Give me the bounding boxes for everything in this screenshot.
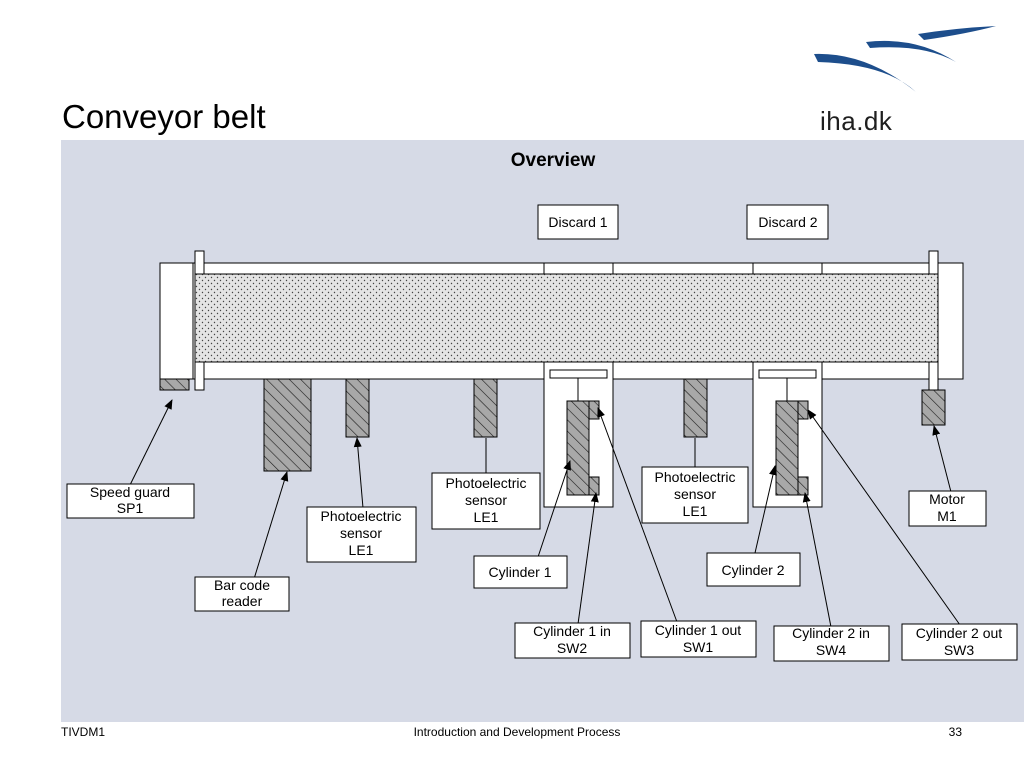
motor-device xyxy=(921,389,946,426)
svg-text:Cylinder 2 out: Cylinder 2 out xyxy=(916,625,1002,641)
footer-course-code: TIVDM1 xyxy=(61,725,106,739)
label-photo-sensor-b: Photoelectric sensor LE1 xyxy=(431,472,541,530)
svg-text:Cylinder 2 in: Cylinder 2 in xyxy=(792,625,870,641)
label-photo-sensor-a: Photoelectric sensor LE1 xyxy=(306,506,417,563)
svg-text:sensor: sensor xyxy=(465,492,507,508)
label-photo-sensor-c: Photoelectric sensor LE1 xyxy=(641,466,749,524)
label-speed-guard: Speed guard SP1 xyxy=(66,483,195,519)
svg-text:Cylinder 2: Cylinder 2 xyxy=(721,562,784,578)
slide-title: Conveyor belt xyxy=(62,98,266,135)
svg-text:Bar code: Bar code xyxy=(214,577,270,593)
cylinder-2-assembly xyxy=(752,361,823,508)
label-discard-1: Discard 1 xyxy=(537,204,619,240)
label-cylinder-1-in: Cylinder 1 in SW2 xyxy=(514,622,631,659)
svg-text:Motor: Motor xyxy=(929,491,965,507)
svg-text:Speed guard: Speed guard xyxy=(90,484,170,500)
label-cylinder-1-out: Cylinder 1 out SW1 xyxy=(640,620,757,658)
logo-text: iha.dk xyxy=(820,106,893,136)
label-bar-code-reader: Bar code reader xyxy=(194,576,290,612)
svg-text:LE1: LE1 xyxy=(474,509,499,525)
svg-text:Photoelectric: Photoelectric xyxy=(446,475,527,491)
photo-sensor-b-device xyxy=(473,378,498,438)
svg-text:Photoelectric: Photoelectric xyxy=(321,508,402,524)
svg-text:Photoelectric: Photoelectric xyxy=(655,469,736,485)
svg-text:Discard 1: Discard 1 xyxy=(548,214,607,230)
svg-text:sensor: sensor xyxy=(674,486,716,502)
conveyor-belt xyxy=(194,273,939,363)
svg-text:M1: M1 xyxy=(937,508,957,524)
svg-text:sensor: sensor xyxy=(340,525,382,541)
label-motor: Motor M1 xyxy=(908,490,987,527)
svg-text:LE1: LE1 xyxy=(349,542,374,558)
footer-page-number: 33 xyxy=(948,725,962,739)
svg-text:Cylinder 1: Cylinder 1 xyxy=(488,564,551,580)
svg-text:Discard 2: Discard 2 xyxy=(758,214,817,230)
svg-text:SW2: SW2 xyxy=(557,640,588,656)
svg-text:SW3: SW3 xyxy=(944,642,975,658)
leader-lines xyxy=(129,399,961,628)
photo-sensor-a-device xyxy=(345,378,370,438)
svg-text:SP1: SP1 xyxy=(117,500,144,516)
iha-logo-icon xyxy=(814,26,996,92)
label-cylinder-1: Cylinder 1 xyxy=(473,555,568,589)
label-discard-2: Discard 2 xyxy=(746,204,829,240)
label-cylinder-2: Cylinder 2 xyxy=(706,552,801,587)
diagram-heading: Overview xyxy=(511,150,596,171)
cylinder-1-assembly xyxy=(543,361,614,508)
svg-text:SW4: SW4 xyxy=(816,642,847,658)
label-cylinder-2-out: Cylinder 2 out SW3 xyxy=(901,623,1018,661)
speed-guard-sensor xyxy=(159,378,190,391)
footer-lecture-title: Introduction and Development Process xyxy=(413,725,621,739)
svg-text:SW1: SW1 xyxy=(683,639,714,655)
svg-text:LE1: LE1 xyxy=(683,503,708,519)
svg-text:Cylinder 1 in: Cylinder 1 in xyxy=(533,623,611,639)
photo-sensor-c-device xyxy=(683,378,708,438)
svg-text:Cylinder 1 out: Cylinder 1 out xyxy=(655,622,741,638)
svg-text:reader: reader xyxy=(222,593,263,609)
bar-code-reader-device xyxy=(263,378,312,472)
label-cylinder-2-in: Cylinder 2 in SW4 xyxy=(773,625,890,662)
